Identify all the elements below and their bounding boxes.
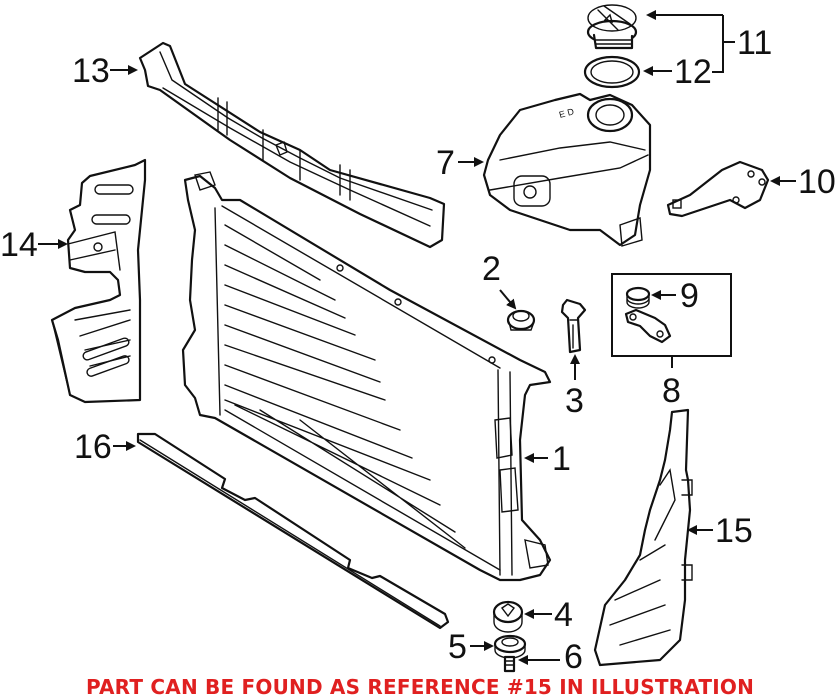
callout-8[interactable]: 8 <box>662 372 681 410</box>
callout-label-16: 16 <box>74 428 112 466</box>
callout-label-10: 10 <box>798 163 836 201</box>
bracket-kit-box[interactable] <box>611 273 732 368</box>
callout-12[interactable]: 12 <box>643 53 712 91</box>
bushing-part-5[interactable] <box>493 634 527 659</box>
cap-part[interactable] <box>586 4 638 50</box>
callout-16[interactable]: 16 <box>74 428 136 466</box>
callout-label-2: 2 <box>482 250 501 288</box>
bushing-part-9[interactable] <box>625 286 651 309</box>
callout-label-4: 4 <box>554 596 573 634</box>
plate-part-8[interactable] <box>624 308 672 344</box>
callout-3[interactable]: 3 <box>565 354 584 420</box>
callout-10[interactable]: 10 <box>770 163 836 201</box>
reference-note: PART CAN BE FOUND AS REFERENCE #15 IN IL… <box>85 675 755 699</box>
callout-label-1: 1 <box>552 440 571 478</box>
clip-part[interactable] <box>560 298 587 354</box>
radiator-part[interactable] <box>181 171 552 582</box>
upper-air-guide-part[interactable] <box>138 41 446 249</box>
seal-ring-part[interactable] <box>583 55 641 89</box>
callout-9[interactable]: 9 <box>651 277 699 315</box>
callout-label-9: 9 <box>680 277 699 315</box>
callout-label-11: 11 <box>737 24 772 62</box>
bolt-part[interactable] <box>503 655 516 673</box>
callout-4[interactable]: 4 <box>524 596 573 634</box>
mount-part[interactable] <box>492 600 524 633</box>
callout-15[interactable]: 15 <box>687 512 753 550</box>
bracket-part[interactable] <box>666 160 770 218</box>
callout-1[interactable]: 1 <box>524 440 571 478</box>
callout-11[interactable]: 11 <box>646 10 772 73</box>
callout-label-14: 14 <box>0 226 38 264</box>
callout-label-8: 8 <box>662 372 681 410</box>
callout-label-13: 13 <box>72 52 110 90</box>
tank-embossing-text: E D <box>558 106 576 120</box>
callout-label-6: 6 <box>564 638 583 676</box>
callout-label-5: 5 <box>448 628 467 666</box>
callout-label-7: 7 <box>436 144 455 182</box>
callout-5[interactable]: 5 <box>448 628 494 666</box>
callout-2[interactable]: 2 <box>482 250 517 310</box>
callout-label-12: 12 <box>674 53 712 91</box>
callout-label-15: 15 <box>715 512 753 550</box>
callout-14[interactable]: 14 <box>0 226 68 264</box>
callout-6[interactable]: 6 <box>518 638 583 676</box>
grommet-part[interactable] <box>506 309 536 331</box>
callout-13[interactable]: 13 <box>72 52 138 90</box>
left-air-guide-part[interactable] <box>50 158 147 404</box>
right-air-guide-part[interactable] <box>593 408 693 667</box>
callout-label-3: 3 <box>565 382 584 420</box>
callout-7[interactable]: 7 <box>436 144 484 182</box>
lower-seal-part[interactable] <box>136 432 450 630</box>
expansion-tank-part[interactable]: E D <box>482 92 652 247</box>
